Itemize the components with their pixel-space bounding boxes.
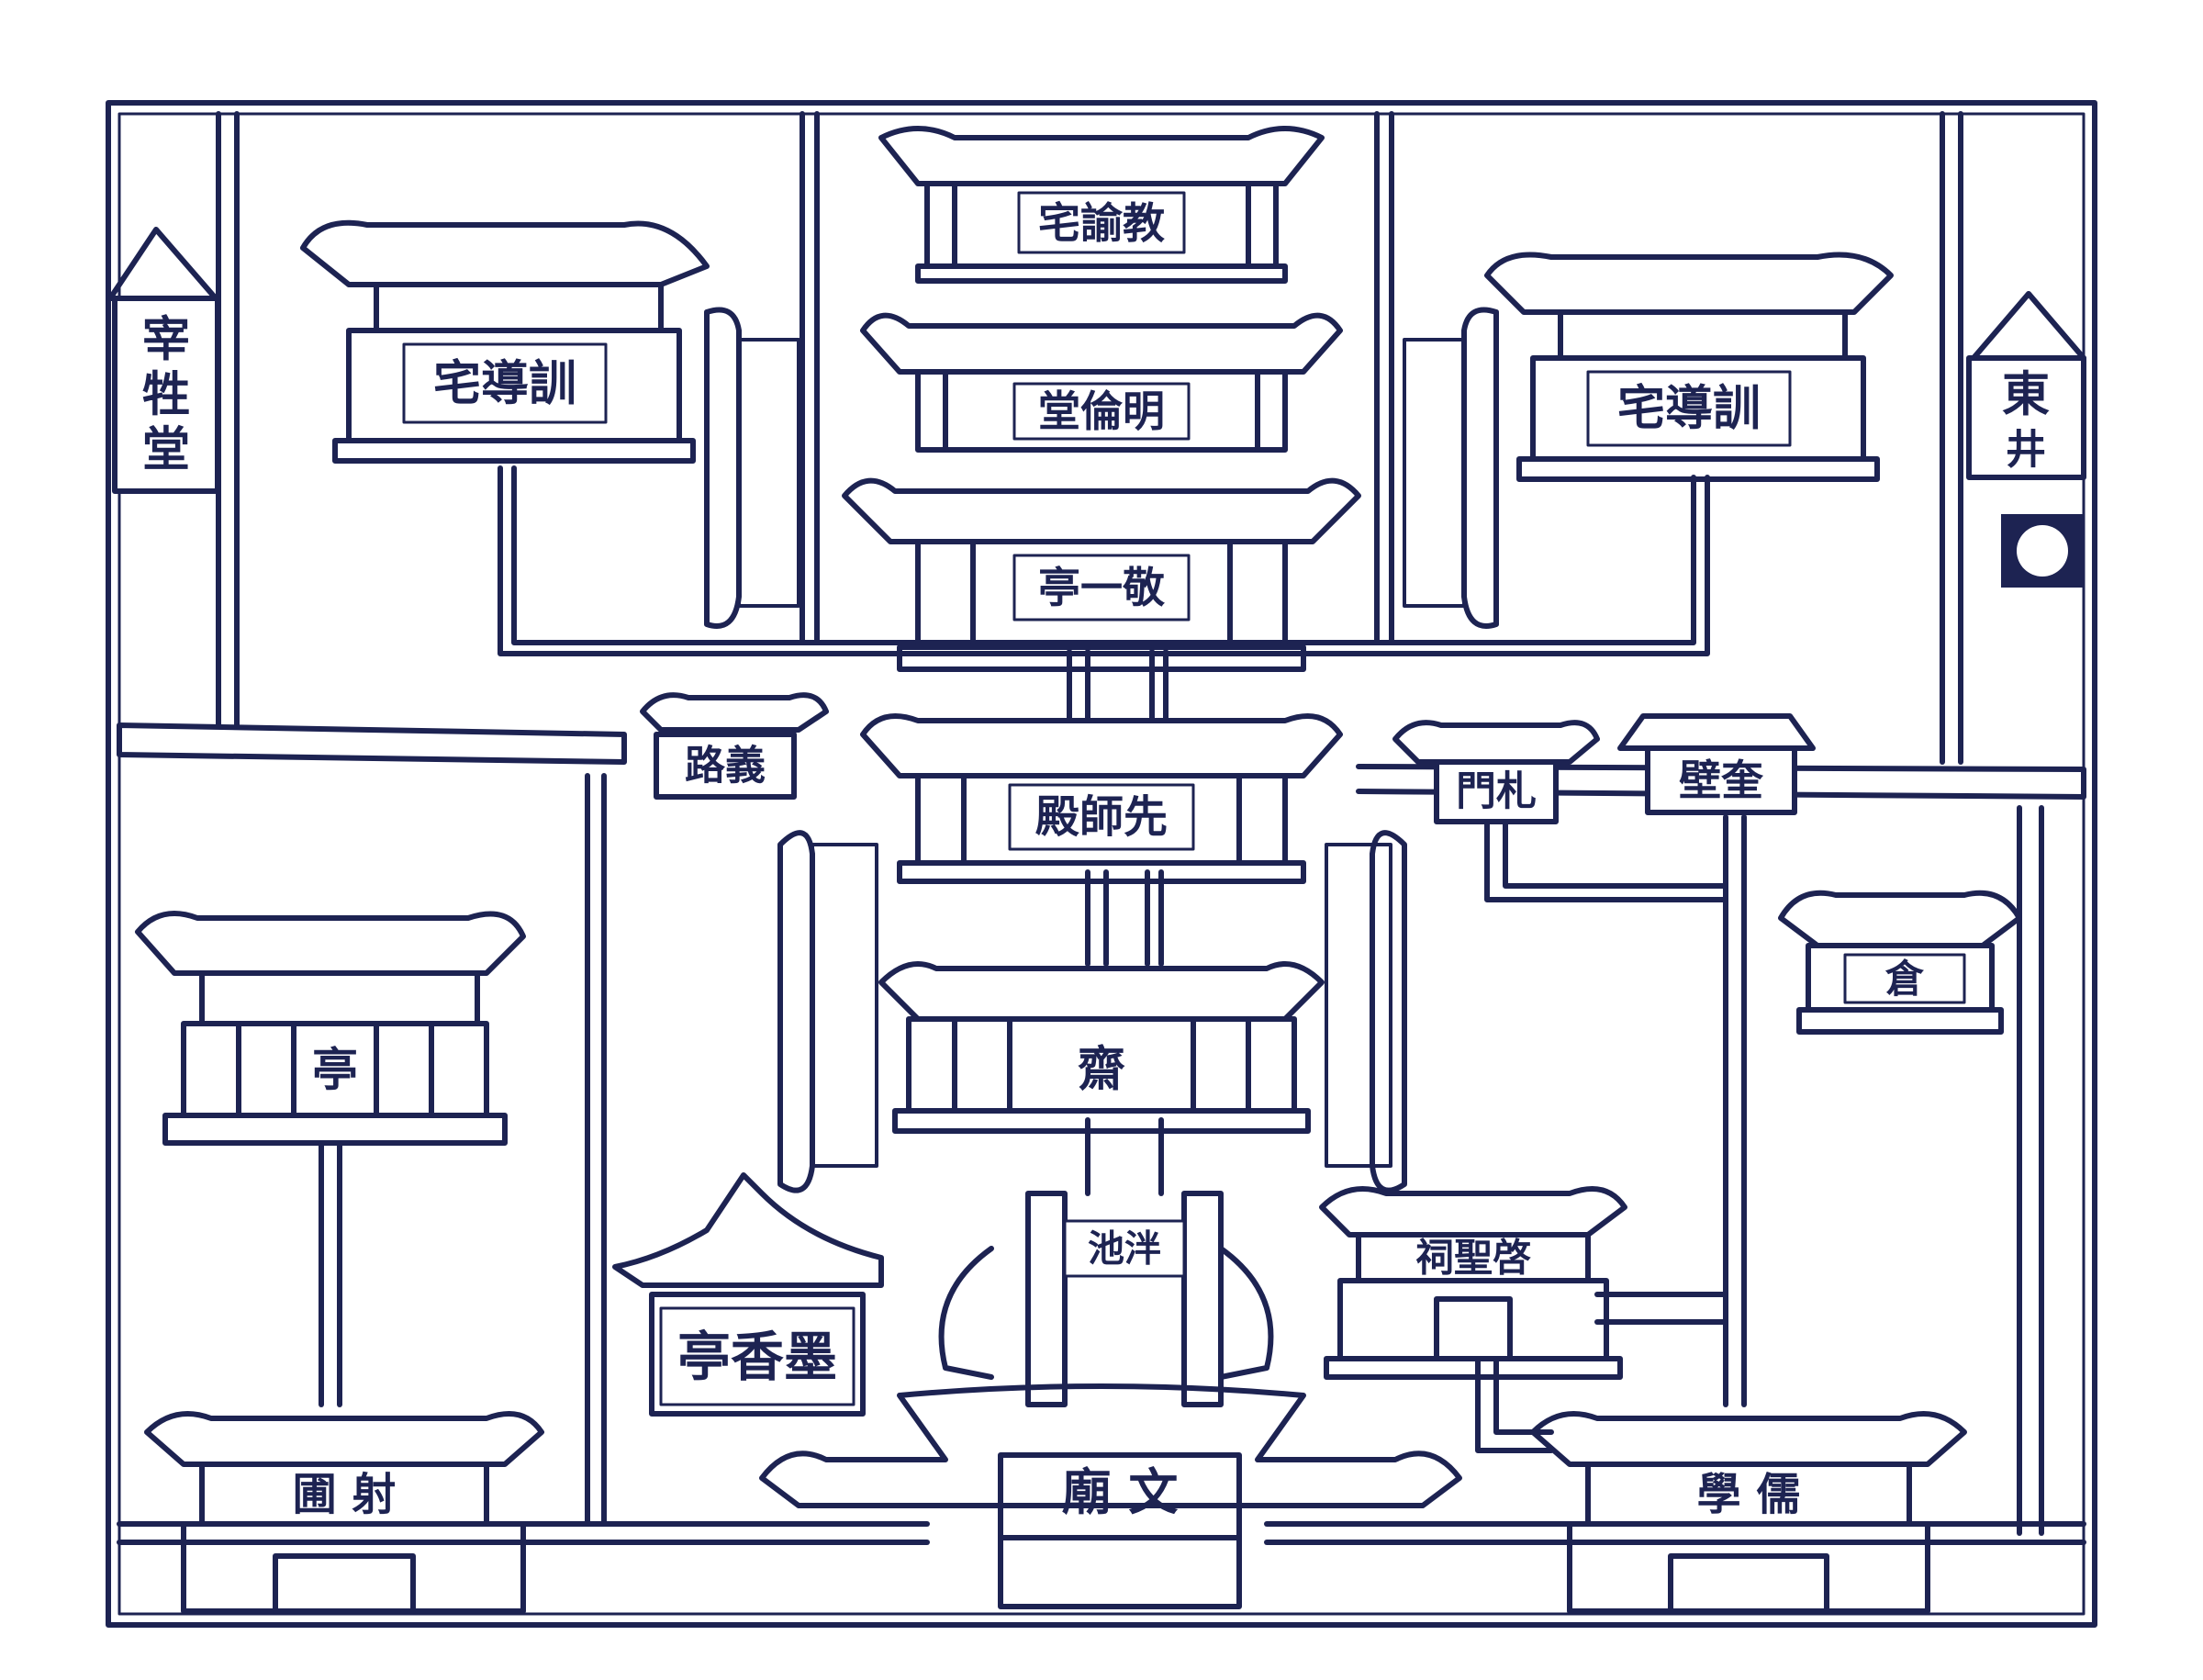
kui-bi: 壁奎: [1617, 713, 1816, 815]
ting-label: 亭: [312, 1043, 358, 1097]
ming-lun-tang-label: 堂倫明: [1038, 386, 1165, 436]
cang: 倉: [1778, 890, 2022, 1035]
jing-yi-ting-label: 亭一敬: [1038, 563, 1166, 612]
cang-label: 倉: [1884, 957, 1925, 1002]
li-men-label: 門札: [1456, 768, 1537, 815]
left-edge-building: 宰 牲 堂: [107, 227, 220, 494]
right-edge-label-2: 井: [2006, 427, 2046, 474]
wen-miao: 廟 文: [759, 1383, 1462, 1609]
ming-lun-tang: 堂倫明: [860, 312, 1343, 453]
ting-left: 亭: [135, 911, 526, 1146]
xian-shi-dian-label: 殿師先: [1035, 791, 1168, 843]
xun-dao-zhai-right: 宅導訓: [1484, 252, 1894, 482]
xun-dao-zhai-right-label: 宅導訓: [1617, 381, 1761, 437]
yi-lu-label: 路義: [685, 743, 766, 790]
qi-sheng-ci: 祠聖啓: [1319, 1186, 1627, 1380]
outer-frame: [106, 100, 2097, 1628]
she-pu: 圃 射: [144, 1411, 544, 1614]
li-men: 門札: [1392, 720, 1600, 824]
pan-chi: 池泮: [938, 1191, 1274, 1407]
jiao-yu-zhai: 宅諭教: [878, 126, 1325, 284]
yi-lu: 路義: [640, 692, 829, 800]
xun-dao-zhai-left-label: 宅導訓: [433, 356, 576, 412]
right-edge-well: 東 井: [1966, 291, 2086, 588]
xian-shi-dian: 殿師先: [860, 713, 1343, 884]
she-pu-label: 圃 射: [293, 1469, 397, 1520]
corridors: [704, 307, 1499, 1193]
kui-bi-label: 壁奎: [1679, 756, 1764, 805]
right-edge-label-1: 東: [2002, 367, 2050, 423]
qi-sheng-ci-label: 祠聖啓: [1415, 1236, 1531, 1281]
jiao-yu-zhai-label: 宅諭教: [1038, 198, 1165, 248]
mo-xiang-ting: 亭香墨: [612, 1172, 884, 1417]
pan-chi-label: 池泮: [1088, 1227, 1161, 1271]
inner-frame: [117, 112, 2086, 1616]
left-edge-label-3: 堂: [142, 422, 190, 478]
xun-dao-zhai-left: 宅導訓: [300, 219, 710, 464]
jing-yi-ting: 亭一敬: [842, 477, 1361, 672]
ru-xue-label: 學 儒: [1697, 1469, 1801, 1520]
wen-miao-label: 廟 文: [1062, 1462, 1179, 1521]
zhai-hall: 齋: [878, 961, 1325, 1134]
left-edge-label-2: 牲: [142, 367, 190, 423]
left-edge-label-1: 宰: [142, 312, 190, 368]
ru-xue: 學 儒: [1530, 1411, 1967, 1614]
mo-xiang-ting-label: 亭香墨: [677, 1326, 837, 1388]
zhai-label: 齋: [1078, 1042, 1125, 1098]
